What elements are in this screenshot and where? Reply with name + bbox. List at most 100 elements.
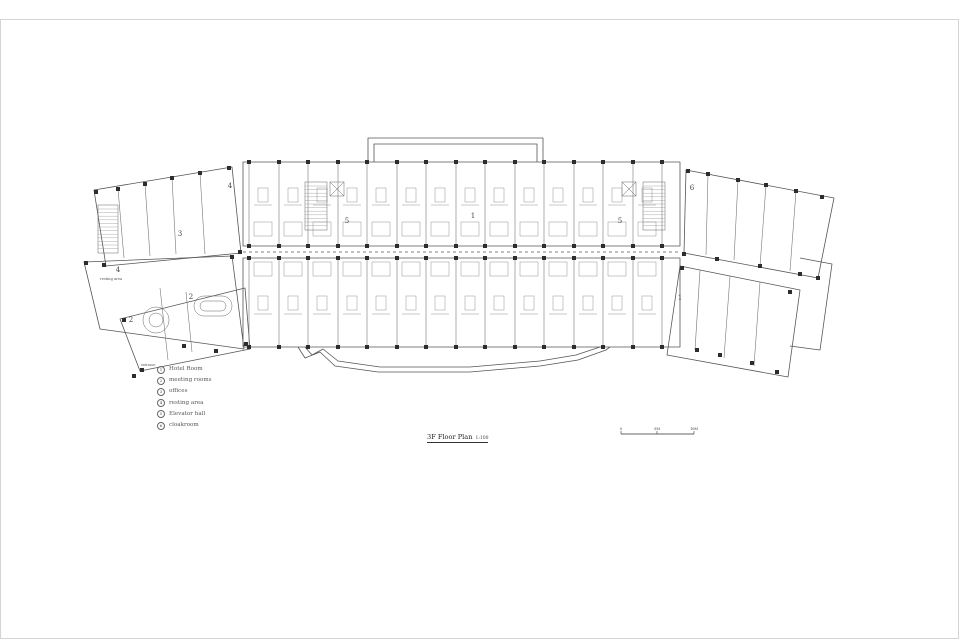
column bbox=[764, 183, 768, 187]
column bbox=[102, 263, 106, 267]
bed-outline bbox=[493, 295, 505, 311]
room-number: 5 bbox=[618, 217, 622, 225]
bed-outline bbox=[493, 187, 505, 203]
column bbox=[601, 345, 605, 349]
bathroom-outline bbox=[283, 221, 303, 237]
bed-outline bbox=[346, 295, 358, 311]
column bbox=[140, 368, 144, 372]
column bbox=[788, 290, 792, 294]
room-partition bbox=[171, 177, 177, 255]
column bbox=[631, 345, 635, 349]
bed-outline bbox=[523, 295, 535, 311]
column bbox=[395, 345, 399, 349]
column bbox=[513, 160, 517, 164]
bed-outline bbox=[582, 187, 594, 203]
bathroom-outline bbox=[342, 261, 362, 277]
column bbox=[542, 256, 546, 260]
bathroom-outline bbox=[519, 221, 539, 237]
column bbox=[660, 345, 664, 349]
room-partition bbox=[144, 183, 151, 257]
bed-outline bbox=[375, 187, 387, 203]
column bbox=[277, 256, 281, 260]
column bbox=[424, 160, 428, 164]
bathroom-outline bbox=[607, 221, 627, 237]
column bbox=[483, 345, 487, 349]
bathroom-outline bbox=[489, 221, 509, 237]
column bbox=[230, 255, 234, 259]
bathroom-outline bbox=[253, 221, 273, 237]
bed-outline bbox=[641, 187, 653, 203]
column bbox=[247, 256, 251, 260]
scale-tick: 5M bbox=[654, 427, 660, 431]
column bbox=[132, 374, 136, 378]
sheet-border bbox=[0, 19, 959, 639]
column bbox=[706, 172, 710, 176]
bed-outline bbox=[405, 295, 417, 311]
bathroom-outline bbox=[401, 221, 421, 237]
column bbox=[718, 353, 722, 357]
column bbox=[660, 244, 664, 248]
column bbox=[306, 160, 310, 164]
room-partition bbox=[117, 188, 125, 259]
room-number: 4 bbox=[116, 266, 121, 274]
column bbox=[395, 160, 399, 164]
column bbox=[122, 318, 126, 322]
room-fixtures bbox=[253, 187, 657, 315]
column bbox=[483, 160, 487, 164]
room-partition bbox=[694, 269, 701, 351]
room-partition bbox=[199, 172, 206, 255]
column bbox=[94, 190, 98, 194]
column bbox=[306, 345, 310, 349]
room-partition bbox=[185, 291, 193, 353]
bed-outline bbox=[434, 295, 446, 311]
column bbox=[660, 256, 664, 260]
bathroom-outline bbox=[607, 261, 627, 277]
bathroom-outline bbox=[460, 221, 480, 237]
bed-outline bbox=[257, 187, 269, 203]
column bbox=[513, 256, 517, 260]
column bbox=[631, 256, 635, 260]
column bbox=[601, 160, 605, 164]
bathroom-outline bbox=[312, 261, 332, 277]
room-number: 5 bbox=[345, 217, 349, 225]
bed-outline bbox=[257, 295, 269, 311]
column bbox=[277, 345, 281, 349]
room-partition bbox=[733, 179, 739, 261]
column bbox=[424, 244, 428, 248]
column bbox=[336, 160, 340, 164]
room-partition bbox=[159, 287, 169, 361]
bed-outline bbox=[434, 187, 446, 203]
bed-outline bbox=[552, 295, 564, 311]
column bbox=[143, 182, 147, 186]
bed-outline bbox=[346, 187, 358, 203]
column bbox=[631, 244, 635, 248]
column bbox=[395, 256, 399, 260]
bed-outline bbox=[582, 295, 594, 311]
column bbox=[306, 244, 310, 248]
column bbox=[483, 256, 487, 260]
column bbox=[182, 344, 186, 348]
bathroom-outline bbox=[548, 221, 568, 237]
bathroom-outline bbox=[283, 261, 303, 277]
bathroom-outline bbox=[371, 221, 391, 237]
bed-outline bbox=[287, 187, 299, 203]
room-numbers: 4 3 2 2 5 1 5 6 1 4 bbox=[116, 182, 695, 324]
room-number: 1 bbox=[471, 212, 475, 220]
column bbox=[424, 256, 428, 260]
bed-outline bbox=[552, 187, 564, 203]
bed-outline bbox=[464, 187, 476, 203]
bathroom-outline bbox=[637, 261, 657, 277]
column bbox=[816, 276, 820, 280]
column bbox=[820, 195, 824, 199]
column bbox=[794, 189, 798, 193]
bathroom-outline bbox=[519, 261, 539, 277]
bathroom-outline bbox=[253, 261, 273, 277]
column bbox=[715, 257, 719, 261]
